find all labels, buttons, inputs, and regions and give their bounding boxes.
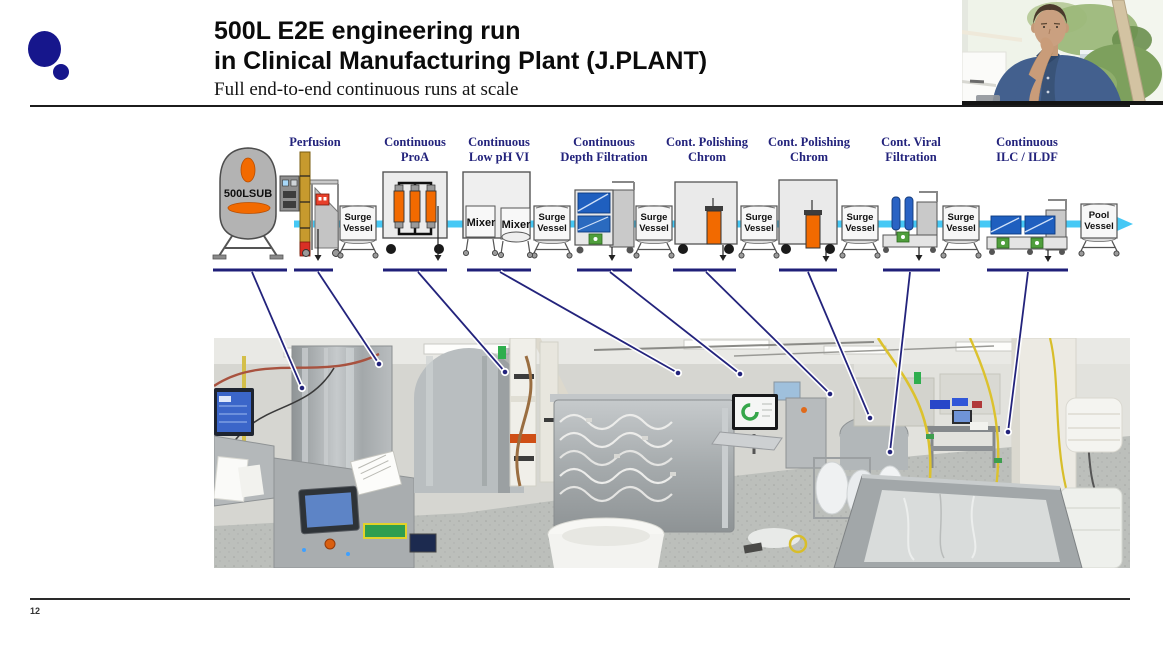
stage-label-proa-2: ProA	[401, 150, 429, 164]
surge-vessel-5: Surge Vessel	[839, 205, 881, 259]
stage-label-polish2-2: Chrom	[790, 150, 829, 164]
surge-label: Vessel	[845, 223, 875, 234]
stage-labels: Perfusion Continuous ProA Continuous Low…	[289, 135, 1058, 164]
surge-label: Surge	[539, 212, 566, 223]
surge-label: Surge	[345, 212, 372, 223]
stage-label-proa-1: Continuous	[384, 135, 446, 149]
bioreactor-500lsub: 500LSUB	[212, 147, 300, 260]
flow-arrow-icon	[1116, 216, 1133, 232]
depth-filtration-skid	[574, 181, 635, 254]
viral-filtration-skid	[882, 191, 938, 253]
webcam-name-tag	[976, 95, 1000, 102]
proa-skid	[382, 171, 448, 254]
pump-unit-icon	[896, 231, 910, 243]
stage-label-lowph-1: Continuous	[468, 135, 530, 149]
page-title: 500L E2E engineering run in Clinical Man…	[214, 16, 707, 76]
person-face	[1034, 9, 1066, 47]
facility-photo	[214, 338, 1130, 568]
surge-vessel-2: Surge Vessel	[531, 205, 573, 259]
pool-label: Pool	[1089, 210, 1110, 221]
logo-circle-small	[53, 64, 69, 80]
drop-arrows	[314, 206, 1052, 262]
stage-label-depth-1: Continuous	[573, 135, 635, 149]
mixer-label: Mixer	[502, 219, 531, 231]
ilc-ildf-skid	[986, 199, 1068, 255]
pool-vessel: Pool Vessel	[1078, 203, 1120, 257]
surge-vessel-6: Surge Vessel	[940, 205, 982, 259]
chromatography-columns	[393, 184, 437, 229]
exit-sign-icon	[498, 346, 506, 359]
stage-label-polish1-1: Cont. Polishing	[666, 135, 749, 149]
skid-monitor-screen	[735, 397, 775, 427]
webcam-video	[962, 0, 1163, 105]
photo-left-equipment	[214, 345, 437, 568]
process-flow-line	[294, 216, 1133, 232]
stage-label-viral-1: Cont. Viral	[881, 135, 941, 149]
surge-vessel-3: Surge Vessel	[633, 205, 675, 259]
surge-label: Vessel	[639, 223, 669, 234]
surge-label: Surge	[746, 212, 773, 223]
stage-label-polish2-1: Cont. Polishing	[768, 135, 851, 149]
pump-unit-icon	[1030, 237, 1044, 249]
pump-unit-icon	[996, 237, 1010, 249]
lowph-mixer-skid: Mixer Mixer	[462, 171, 534, 258]
surge-vessel-1: Surge Vessel	[337, 205, 379, 259]
logo-circle-large	[28, 31, 61, 67]
stage-label-ilc-1: Continuous	[996, 135, 1058, 149]
person-hair	[1033, 4, 1067, 24]
surge-label: Surge	[641, 212, 668, 223]
exit-sign-icon	[914, 372, 921, 384]
stage-label-lowph-2: Low pH VI	[469, 150, 529, 164]
pump-unit-icon	[588, 233, 603, 245]
footer-rule	[30, 598, 1130, 600]
perfusion-skid	[299, 151, 340, 257]
surge-vessel-4: Surge Vessel	[738, 205, 780, 259]
webcam-bottom-edge	[962, 101, 1163, 105]
slide-subtitle: Full end-to-end continuous runs at scale	[214, 79, 519, 100]
mixer-label: Mixer	[467, 217, 496, 229]
surge-label: Vessel	[946, 223, 976, 234]
header-rule	[30, 105, 1130, 107]
page-number: 12	[30, 606, 41, 616]
polishing-chrom-skid-1	[674, 181, 738, 254]
stage-label-polish1-2: Chrom	[688, 150, 727, 164]
polishing-chrom-skid-2	[778, 179, 838, 254]
title-line-1: 500L E2E engineering run	[214, 17, 521, 45]
photo-center-skid	[547, 394, 738, 568]
stage-label-perfusion: Perfusion	[289, 135, 340, 149]
stage-label-viral-2: Filtration	[885, 150, 936, 164]
title-line-2: in Clinical Manufacturing Plant (J.PLANT…	[214, 47, 708, 75]
webcam-person	[992, 4, 1122, 105]
surge-label: Vessel	[343, 223, 373, 234]
stage-label-ilc-2: ILC / ILDF	[996, 150, 1058, 164]
bioreactor-label: 500LSUB	[224, 188, 272, 200]
photo-center-columns	[414, 338, 570, 493]
surge-label: Surge	[847, 212, 874, 223]
pool-label: Vessel	[1084, 221, 1114, 232]
surge-label: Vessel	[744, 223, 774, 234]
stage-label-depth-2: Depth Filtration	[560, 150, 647, 164]
surge-label: Vessel	[537, 223, 567, 234]
surge-label: Surge	[948, 212, 975, 223]
photo-foreground-tote	[833, 474, 1083, 568]
console-touchscreen	[304, 492, 354, 528]
laptop-screen	[954, 411, 970, 422]
